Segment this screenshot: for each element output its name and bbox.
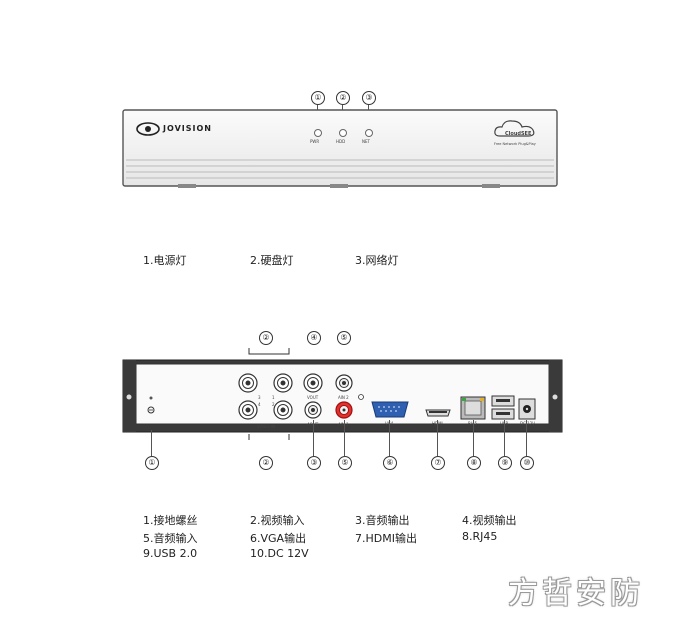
callout-leader bbox=[473, 420, 474, 456]
callout-2: ② bbox=[336, 91, 350, 105]
callout-rj45: ⑧ bbox=[467, 456, 481, 470]
rear-legend-item: 3.音频输出 bbox=[355, 514, 410, 527]
callout-leader bbox=[389, 420, 390, 456]
pwr-led bbox=[314, 129, 322, 137]
callout-leader bbox=[313, 420, 314, 456]
aout-label: AOUT bbox=[307, 422, 318, 427]
jovision-logo-icon bbox=[136, 122, 160, 136]
rear-legend-item: 2.视频输入 bbox=[250, 514, 305, 527]
bnc-number: 4 bbox=[258, 402, 261, 407]
rear-panel-body bbox=[122, 348, 563, 440]
callout-leader bbox=[437, 420, 438, 456]
rear-legend-item: 7.HDMI输出 bbox=[355, 532, 417, 545]
callout-video-in-bottom: ② bbox=[259, 456, 273, 470]
front-legend-item: 1.电源灯 bbox=[143, 254, 187, 267]
callout-leader bbox=[344, 420, 345, 456]
callout-dc: ⑩ bbox=[520, 456, 534, 470]
pwr-led-label: PWR bbox=[310, 139, 320, 144]
net-led bbox=[365, 129, 373, 137]
callout-leader bbox=[151, 430, 152, 456]
callout-leader bbox=[504, 420, 505, 456]
callout-hdmi: ⑦ bbox=[431, 456, 445, 470]
callout-ain: ⑤ bbox=[338, 456, 352, 470]
vout-label: VOUT bbox=[307, 395, 319, 400]
front-legend-item: 3.网络灯 bbox=[355, 254, 399, 267]
rear-legend-item: 10.DC 12V bbox=[250, 547, 309, 560]
front-panel-body bbox=[122, 109, 558, 188]
bnc-number: 2 bbox=[272, 402, 275, 407]
bnc-number: 1 bbox=[272, 395, 275, 400]
rear-legend-item: 5.音频输入 bbox=[143, 532, 198, 545]
cloud-icon bbox=[494, 120, 535, 137]
rear-legend-item: 8.RJ45 bbox=[462, 530, 498, 543]
ain1-label: AIN 1 bbox=[338, 422, 349, 427]
rj45-label: RJ45 bbox=[468, 421, 477, 426]
hdd-led bbox=[339, 129, 347, 137]
rear-legend-item: 6.VGA输出 bbox=[250, 532, 307, 545]
bnc-number: 3 bbox=[258, 395, 261, 400]
callout-1: ① bbox=[311, 91, 325, 105]
watermark: 方哲安防 bbox=[508, 576, 644, 611]
callout-video-in-top: ② bbox=[259, 331, 273, 345]
rear-legend-item: 4.视频输出 bbox=[462, 514, 517, 527]
callout-vout-top: ④ bbox=[307, 331, 321, 345]
callout-vga: ⑥ bbox=[383, 456, 397, 470]
hdd-led-label: HDD bbox=[336, 139, 346, 144]
rear-legend-item: 1.接地螺丝 bbox=[143, 514, 198, 527]
callout-ground: ① bbox=[145, 456, 159, 470]
front-legend-item: 2.硬盘灯 bbox=[250, 254, 294, 267]
callout-ain-top: ⑤ bbox=[337, 331, 351, 345]
rear-legend-item: 9.USB 2.0 bbox=[143, 547, 198, 560]
net-led-label: NET bbox=[362, 139, 370, 144]
cloudsee-logo-text: CloudSEE bbox=[505, 131, 532, 137]
callout-3: ③ bbox=[362, 91, 376, 105]
dc-label: DC 12V bbox=[520, 421, 535, 426]
callout-leader bbox=[526, 420, 527, 456]
callout-aout: ③ bbox=[307, 456, 321, 470]
cloudsee-tagline: Free Network Plug&Play bbox=[494, 142, 536, 146]
brand-name: JOVISION bbox=[163, 124, 212, 133]
ain2-label: AIN 2 bbox=[338, 395, 349, 400]
video-in-label: VIDEO IN bbox=[257, 424, 276, 429]
callout-usb: ⑨ bbox=[498, 456, 512, 470]
